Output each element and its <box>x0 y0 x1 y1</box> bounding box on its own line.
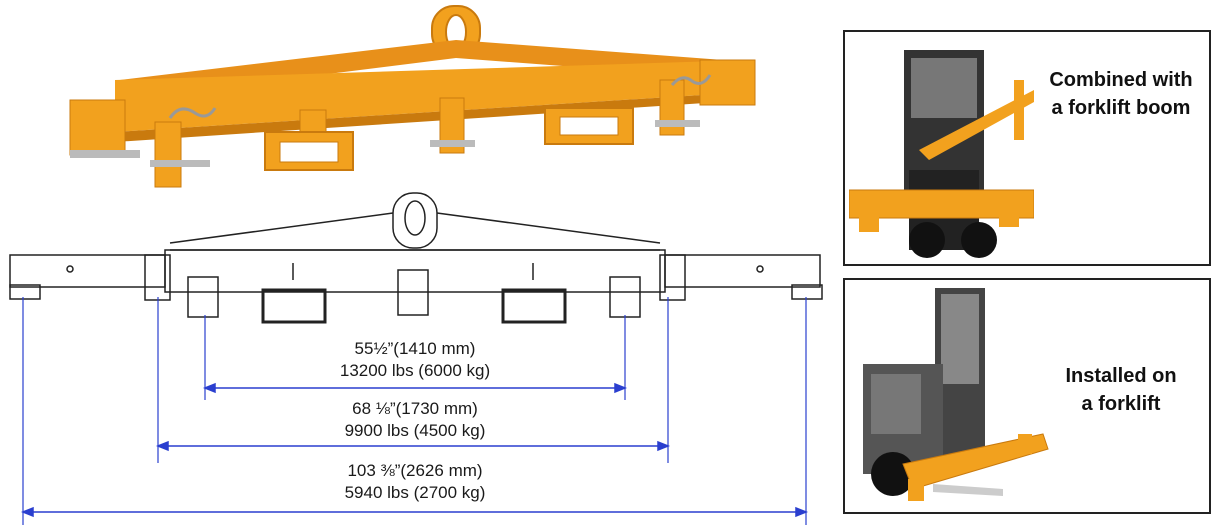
panel-bottom-caption-line2: a forklift <box>1081 393 1161 415</box>
panel-forklift-installed: Installed on a forklift <box>843 278 1211 514</box>
forklift-installed-photo <box>863 288 1049 501</box>
panel-top-caption: Combined with a forklift boom <box>1035 66 1207 122</box>
panel-top-caption-line2: a forklift boom <box>1051 97 1191 119</box>
panel-bottom-caption-line1: Installed on <box>1065 365 1177 387</box>
dimension-1-capacity: 13200 lbs (6000 kg) <box>339 361 491 380</box>
dimension-2-capacity: 9900 lbs (4500 kg) <box>344 421 486 440</box>
dimension-3-length: 103 ⅜”(2626 mm) <box>347 461 483 480</box>
dimension-1-label: 55½”(1410 mm) 13200 lbs (6000 kg) <box>265 338 565 382</box>
forklift-boom-photo <box>849 50 1034 258</box>
dimension-2-length: 68 ⅛”(1730 mm) <box>352 399 478 418</box>
spreader-beam-drawing <box>9 192 823 525</box>
dimension-2-label: 68 ⅛”(1730 mm) 9900 lbs (4500 kg) <box>265 398 565 442</box>
panel-forklift-boom: Combined with a forklift boom <box>843 30 1211 266</box>
panel-bottom-caption: Installed on a forklift <box>1035 362 1207 418</box>
spreader-beam-photo <box>69 5 756 188</box>
dimension-1-length: 55½”(1410 mm) <box>354 339 476 358</box>
dimension-3-label: 103 ⅜”(2626 mm) 5940 lbs (2700 kg) <box>265 460 565 504</box>
panel-top-caption-line1: Combined with <box>1049 69 1193 91</box>
dimension-3-capacity: 5940 lbs (2700 kg) <box>344 483 486 502</box>
